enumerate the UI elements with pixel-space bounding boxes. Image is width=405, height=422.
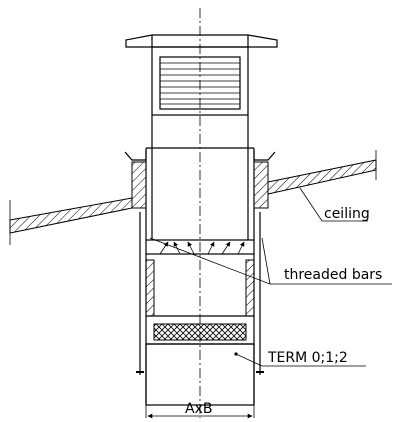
ceiling-left: [9, 197, 133, 234]
upstand-left: [131, 161, 147, 209]
filter-mesh: [153, 323, 247, 341]
term-label: TERM 0;1;2: [267, 350, 348, 366]
ceiling-label: ceiling: [324, 206, 370, 222]
term-box: [145, 343, 255, 406]
ceiling-right: [267, 159, 377, 195]
ceiling-leader: [299, 187, 368, 222]
dimension-axb: [145, 405, 255, 419]
upstand-right: [253, 161, 269, 209]
louvre-head: [151, 46, 249, 116]
dimension-label: AxB: [185, 401, 212, 417]
flashing-right: [253, 150, 276, 161]
rain-cap: [125, 34, 278, 48]
term-leader: [235, 353, 366, 367]
threaded-bars-label: threaded bars: [284, 267, 382, 283]
flashing-left: [124, 150, 147, 161]
damper-plate: [145, 239, 255, 255]
